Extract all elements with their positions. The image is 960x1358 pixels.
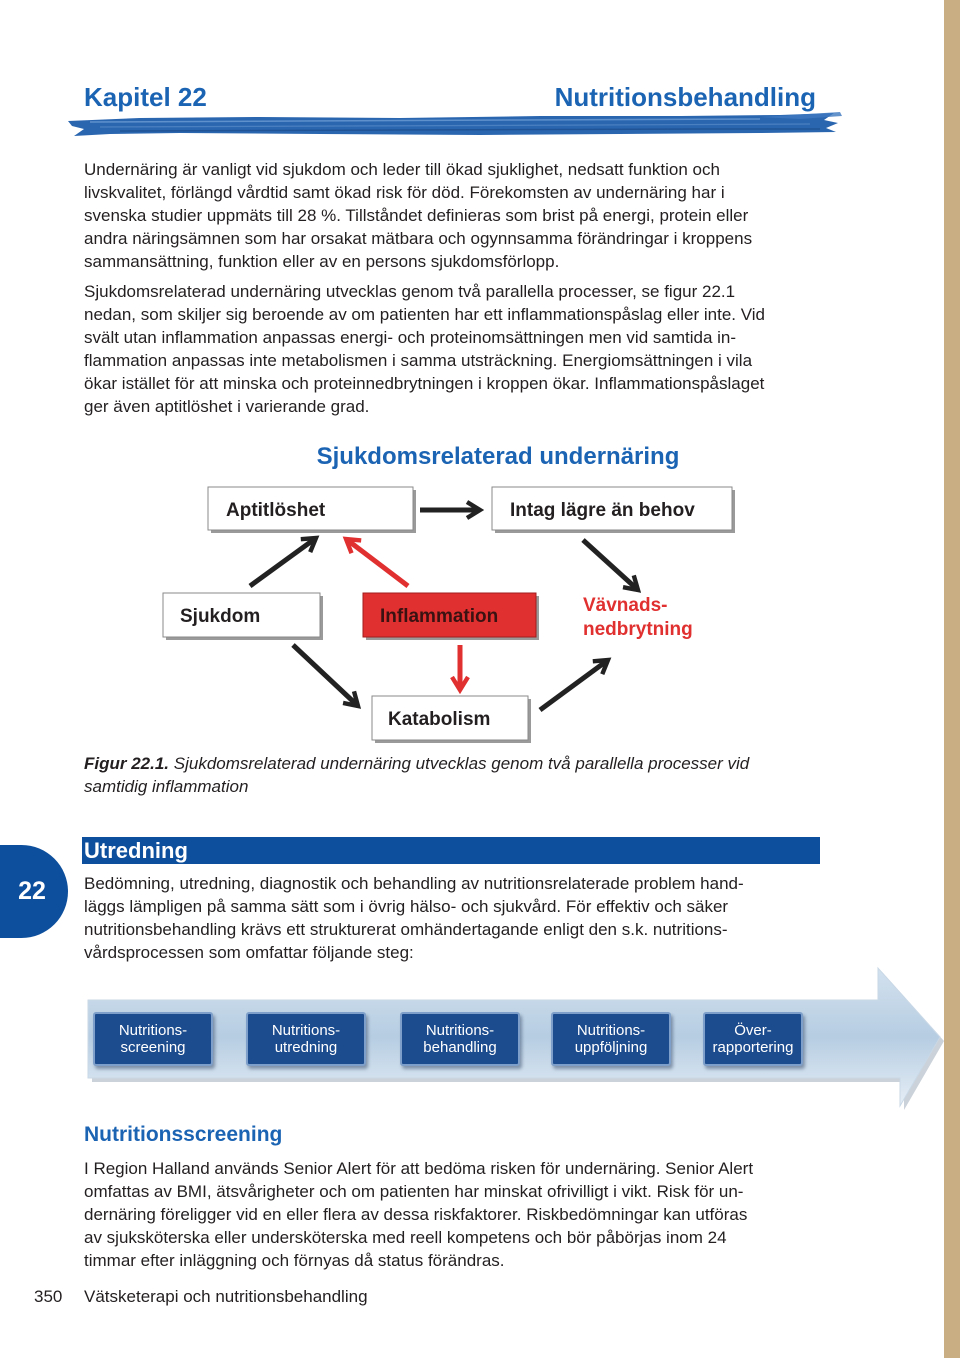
footer-book-title: Vätsketerapi och nutritionsbehandling — [84, 1287, 368, 1306]
arrow-intag-to-vavnadsnedbrytning — [581, 538, 638, 590]
text-line: vårdsprocessen som omfattar följande ste… — [84, 943, 414, 962]
box-inflammation: Inflammation — [362, 592, 539, 640]
section-heading-bar: Utredning — [82, 837, 820, 864]
text-line: ger även aptitlöshet i varierande grad. — [84, 397, 370, 416]
step-label-line-1: Nutritions- — [576, 1022, 646, 1039]
screening-paragraph: I Region Halland används Senior Alert fö… — [84, 1157, 753, 1272]
text-line: läggs lämpligen på samma sätt som i övri… — [84, 897, 729, 916]
step-label-line-2: uppföljning — [574, 1039, 648, 1056]
text-line: ökar istället för att minska och protein… — [84, 374, 765, 393]
step-label-line-2: behandling — [423, 1039, 497, 1056]
caption-label: Figur 22.1. — [84, 754, 170, 773]
text-line: timmar efter inläggning och förnyas då s… — [84, 1251, 505, 1270]
vavnadsnedbrytning-label: Vävnads- nedbrytning — [583, 595, 693, 640]
text-line: dernäring föreligger vid en eller flera … — [84, 1205, 748, 1224]
utredning-paragraph: Bedömning, utredning, diagnostik och beh… — [84, 872, 744, 964]
caption-text: Sjukdomsrelaterad undernäring utvecklas … — [169, 754, 750, 773]
arrow-sjukdom-to-katabolism — [291, 643, 358, 706]
arrow-katabolism-to-vavnadsnedbrytning — [538, 660, 608, 713]
process-step-behandling: Nutritions- behandling — [400, 1012, 520, 1066]
arrow-sjukdom-to-aptitloshet — [248, 538, 316, 589]
text-line: nutritionsbehandling krävs ett strukture… — [84, 920, 728, 939]
page-number: 350 — [34, 1287, 63, 1306]
vavnad-line-1: Vävnads- — [583, 595, 667, 616]
chapter-number: Kapitel 22 — [84, 82, 207, 112]
step-label-line-1: Nutritions- — [118, 1022, 188, 1039]
arrow-inflammation-to-aptitloshet — [346, 539, 410, 588]
figure-caption: Figur 22.1. Sjukdomsrelaterad undernärin… — [84, 752, 749, 798]
step-label-line-1: Nutritions- — [425, 1022, 495, 1039]
process-step-utredning: Nutritions- utredning — [246, 1012, 366, 1066]
process-step-uppfoljning: Nutritions- uppföljning — [551, 1012, 671, 1066]
intro-paragraph-1: Undernäring är vanligt vid sjukdom och l… — [84, 158, 752, 273]
katabolism-label: Katabolism — [388, 709, 490, 730]
undernutrition-diagram: Aptitlöshet Intag lägre än behov Sjukdom… — [162, 486, 735, 743]
text-line: sammansättning, funktion eller av en per… — [84, 252, 560, 271]
text-line: Bedömning, utredning, diagnostik och beh… — [84, 874, 744, 893]
page-edge-bar — [944, 0, 960, 1358]
chapter-side-tab: 22 — [0, 845, 68, 938]
text-line: svenska studier uppmäts till 28 %. Tills… — [84, 206, 749, 225]
vavnad-line-2: nedbrytning — [583, 619, 693, 640]
step-label-line-1: Över- — [734, 1022, 772, 1039]
box-aptitloshet: Aptitlöshet — [207, 486, 416, 533]
section-heading-utredning: Utredning — [84, 838, 188, 863]
chapter-title: Nutritionsbehandling — [554, 82, 816, 112]
text-line: andra näringsämnen som har orsakat mätba… — [84, 229, 753, 248]
sjukdom-label: Sjukdom — [180, 606, 260, 627]
text-line: omfattas av BMI, ätsvårigheter och om pa… — [84, 1182, 744, 1201]
chapter-tab-number: 22 — [18, 877, 46, 905]
process-step-overrapportering: Över- rapportering — [703, 1012, 803, 1066]
text-line: flammation anpassas inte metabolismen i … — [84, 351, 753, 370]
box-katabolism: Katabolism — [371, 695, 531, 743]
step-label-line-2: rapportering — [712, 1039, 794, 1056]
aptitloshet-label: Aptitlöshet — [226, 500, 326, 521]
box-sjukdom: Sjukdom — [162, 592, 323, 640]
text-line: I Region Halland används Senior Alert fö… — [84, 1159, 754, 1178]
text-line: av sjuksköterska eller undersköterska me… — [84, 1228, 727, 1247]
process-step-screening: Nutritions- screening — [93, 1012, 213, 1066]
text-line: nedan, som skiljer sig beroende av om pa… — [84, 305, 766, 324]
intro-paragraph-2: Sjukdomsrelaterad undernäring utvecklas … — [84, 280, 765, 418]
caption-text-line-2: samtidig inflammation — [84, 777, 249, 796]
text-line: svält utan inflammation anpassas energi-… — [84, 328, 737, 347]
figure-title: Sjukdomsrelaterad undernäring — [316, 443, 680, 470]
header-brush-stroke — [68, 112, 842, 136]
step-label-line-1: Nutritions- — [271, 1022, 341, 1039]
text-line: livskvalitet, förlängd vårdtid samt ökad… — [84, 183, 725, 202]
step-label-line-2: utredning — [274, 1039, 338, 1056]
text-line: Sjukdomsrelaterad undernäring utvecklas … — [84, 282, 736, 301]
text-line: Undernäring är vanligt vid sjukdom och l… — [84, 160, 720, 179]
intag-label: Intag lägre än behov — [510, 500, 695, 521]
section-heading-nutritionsscreening: Nutritionsscreening — [84, 1123, 283, 1146]
box-intag: Intag lägre än behov — [491, 486, 735, 533]
step-label-line-2: screening — [120, 1039, 186, 1056]
inflammation-label: Inflammation — [380, 606, 498, 627]
